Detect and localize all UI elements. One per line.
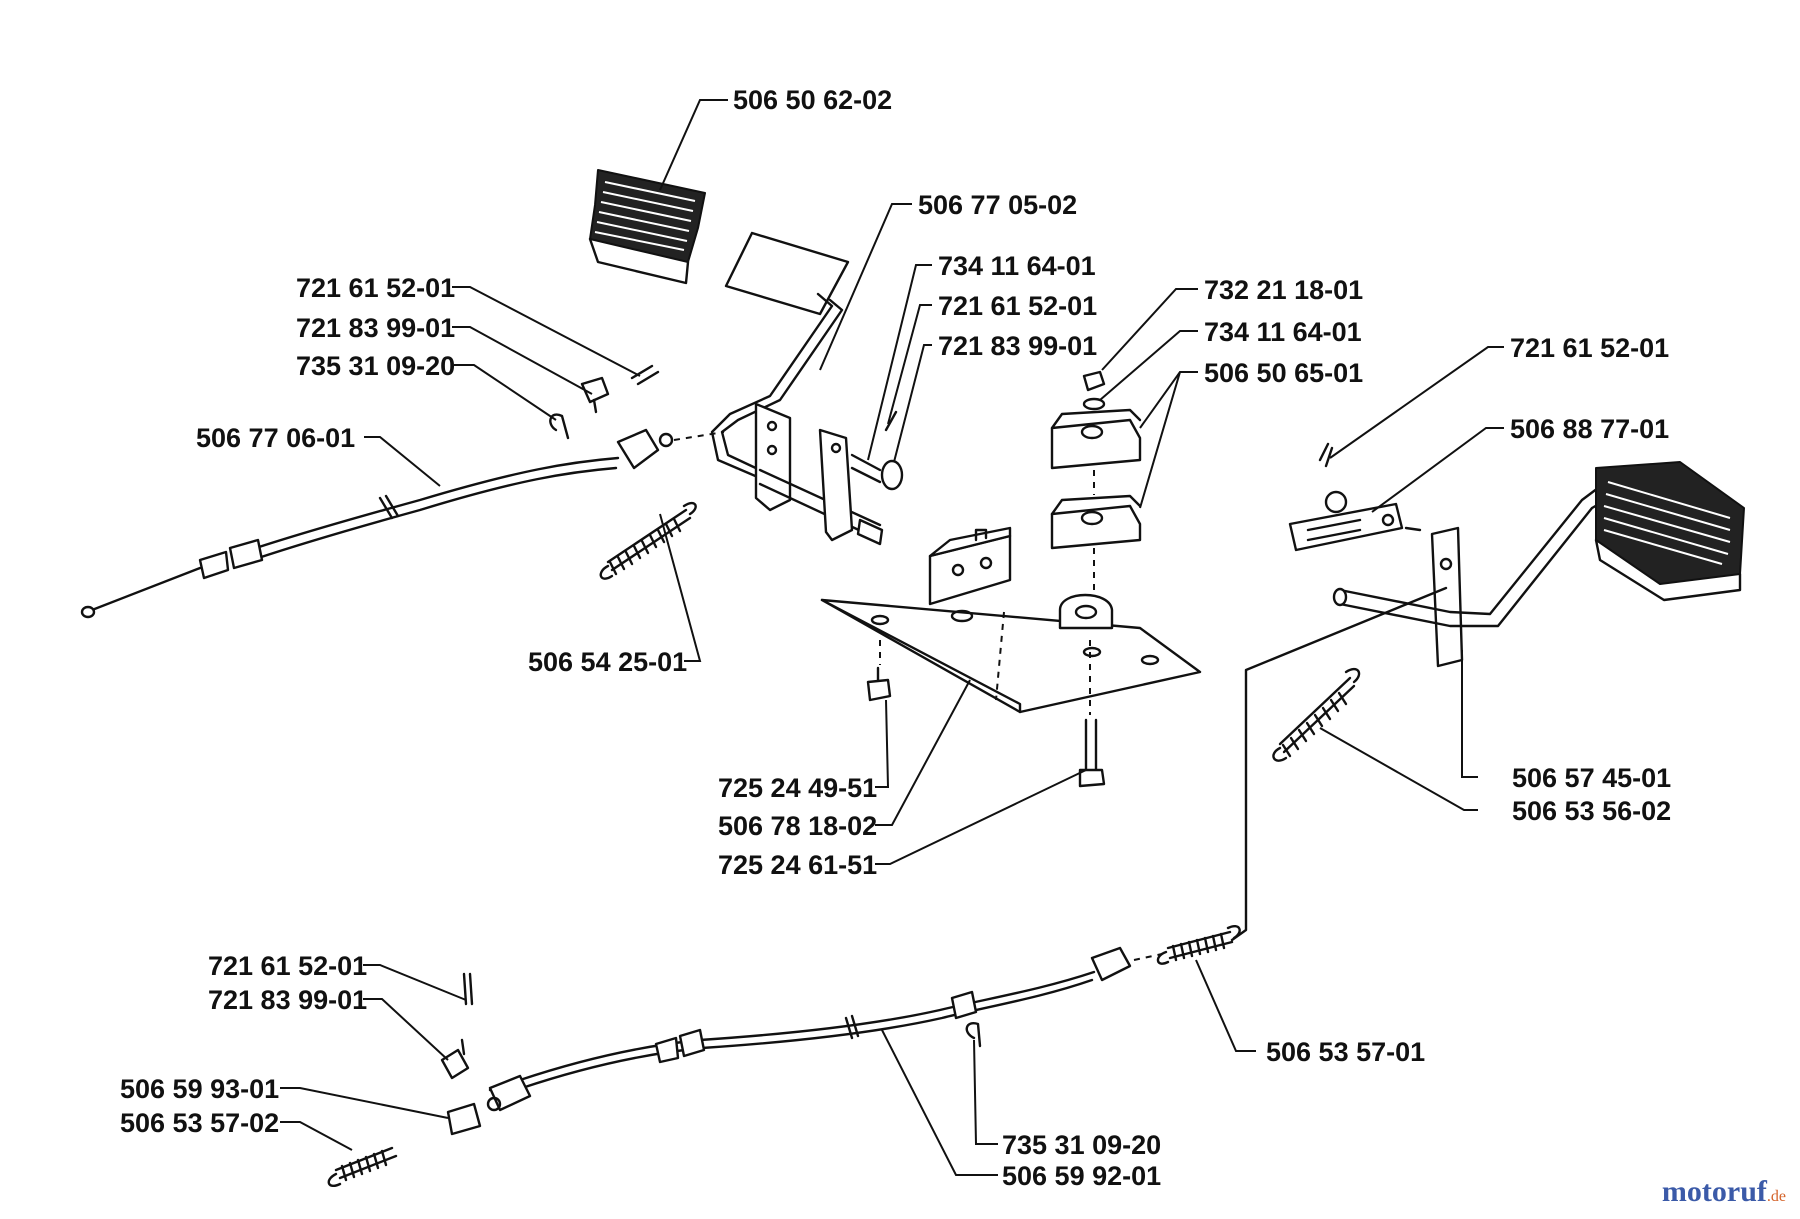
label-washer-4: 721 83 99-01 (208, 985, 367, 1015)
label-spring-bottom-left: 506 53 57-02 (120, 1108, 279, 1138)
label-spring-right: 506 53 56-02 (1512, 796, 1671, 826)
bottom-cable-drawing (486, 946, 1163, 1112)
base-plate-drawing (820, 593, 1202, 714)
washer-top-drawing (580, 376, 610, 414)
label-pedal-pad-left: 506 50 62-02 (733, 85, 892, 115)
label-cotter-pin-1: 721 61 52-01 (296, 273, 455, 303)
part-number-labels: 506 50 62-02 506 77 05-02 721 61 52-01 7… (120, 85, 1671, 1191)
left-pedal-arm-drawing (710, 231, 884, 546)
label-cotter-pin-2: 721 61 52-01 (938, 291, 1097, 321)
label-washer-1: 721 83 99-01 (296, 313, 455, 343)
label-left-pedal-arm: 506 77 05-02 (918, 190, 1077, 220)
pedal-pad-left-drawing (588, 169, 706, 285)
cotter-pin-top-drawing (630, 364, 898, 432)
label-cable-bottom: 506 59 92-01 (1002, 1161, 1161, 1191)
connecting-rod-drawing (1230, 586, 1448, 942)
bushing-block-upper-drawing (1050, 408, 1142, 470)
leader-lines (280, 99, 1504, 1176)
spring-bottom-right-drawing (1156, 924, 1241, 965)
bracket-right-drawing (1288, 490, 1422, 552)
label-bolt-2: 725 24 61-51 (718, 850, 877, 880)
label-bracket-right: 506 88 77-01 (1510, 414, 1669, 444)
switch-block-drawing (928, 526, 1012, 701)
label-clip-1: 735 31 09-20 (296, 351, 455, 381)
bolt-short-drawing (866, 640, 892, 702)
watermark-text: motoruf (1661, 1175, 1767, 1208)
label-bolt-1: 725 24 49-51 (718, 773, 877, 803)
label-clip-2: 735 31 09-20 (1002, 1130, 1161, 1160)
bushing-block-lower-drawing (1050, 470, 1142, 590)
pedal-pad-right-drawing (1594, 461, 1745, 602)
pivot-bracket-drawing (818, 428, 904, 542)
spring-left-drawing (599, 501, 697, 580)
nut-stack-drawing (1082, 370, 1106, 411)
label-spring-left: 506 54 25-01 (528, 647, 687, 677)
label-nut-2: 732 21 18-01 (1204, 275, 1363, 305)
top-cable-drawing (80, 428, 725, 619)
label-washer-2: 721 83 99-01 (938, 331, 1097, 361)
watermark-logo: motoruf.de (1662, 1175, 1786, 1209)
label-cotter-pin-4: 721 61 52-01 (208, 951, 367, 981)
label-cable-top: 506 77 06-01 (196, 423, 355, 453)
label-bushing-blocks: 506 50 65-01 (1204, 358, 1363, 388)
bottom-left-hardware-drawing (327, 972, 482, 1188)
clip-bottom-drawing (965, 1022, 982, 1048)
bolt-long-drawing (1078, 640, 1106, 788)
label-spring-bottom-right: 506 53 57-01 (1266, 1037, 1425, 1067)
label-right-pedal-arm: 506 57 45-01 (1512, 763, 1671, 793)
spring-right-drawing (1272, 667, 1361, 762)
label-base-plate: 506 78 18-02 (718, 811, 877, 841)
cotter-pin-right-drawing (1318, 442, 1334, 468)
label-nut-3: 734 11 64-01 (1204, 317, 1362, 347)
watermark-suffix: .de (1766, 1188, 1786, 1205)
label-nut-1: 734 11 64-01 (938, 251, 1096, 281)
label-cotter-pin-3: 721 61 52-01 (1510, 333, 1669, 363)
label-clevis: 506 59 93-01 (120, 1074, 279, 1104)
